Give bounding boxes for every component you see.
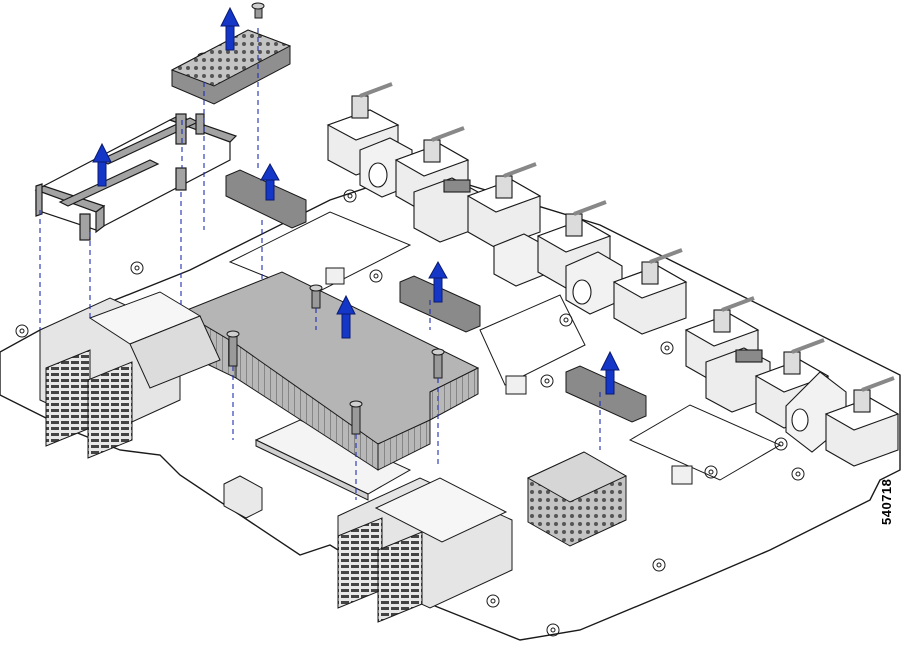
port-cages-bottom — [337, 477, 513, 623]
connector-block — [413, 177, 479, 243]
small-headers — [325, 267, 693, 485]
connector-block — [466, 162, 542, 249]
screw-icon — [251, 2, 265, 19]
lift-arrows — [92, 6, 620, 395]
screw-icon — [349, 400, 363, 435]
port-cage — [377, 531, 423, 623]
header-connector — [325, 267, 345, 285]
screw-icon — [309, 284, 323, 309]
screw-icon — [226, 330, 240, 367]
up-arrow-icon — [220, 6, 240, 51]
figure-id-label: 540718 — [879, 478, 894, 525]
port-cage — [87, 361, 133, 459]
up-arrow-icon — [260, 162, 280, 201]
connector-block — [326, 82, 400, 176]
mounting-holes — [15, 189, 805, 637]
up-arrow-icon — [600, 350, 620, 395]
up-arrow-icon — [428, 260, 448, 303]
board-recess-2 — [479, 294, 586, 386]
dashed-guide-lines — [39, 28, 601, 500]
up-arrow-icon — [92, 142, 112, 187]
lifted-heatsink — [170, 29, 292, 105]
connector-block — [565, 251, 623, 315]
right-connector-bank — [326, 82, 900, 467]
heatsink-end-fins — [377, 419, 431, 471]
header-connector — [671, 465, 693, 485]
connector-block — [705, 347, 771, 413]
port-cages-left — [39, 291, 221, 459]
socket-connector — [399, 275, 481, 333]
board-clip — [223, 475, 263, 519]
header-connector — [505, 375, 527, 395]
connector-block — [824, 376, 900, 467]
lifted-bracket — [34, 113, 238, 241]
up-arrow-icon — [336, 294, 356, 339]
screw-icon — [431, 348, 445, 379]
pin-fin-heatsink — [526, 451, 628, 547]
connector-block — [612, 248, 688, 335]
asic-package — [254, 419, 412, 501]
